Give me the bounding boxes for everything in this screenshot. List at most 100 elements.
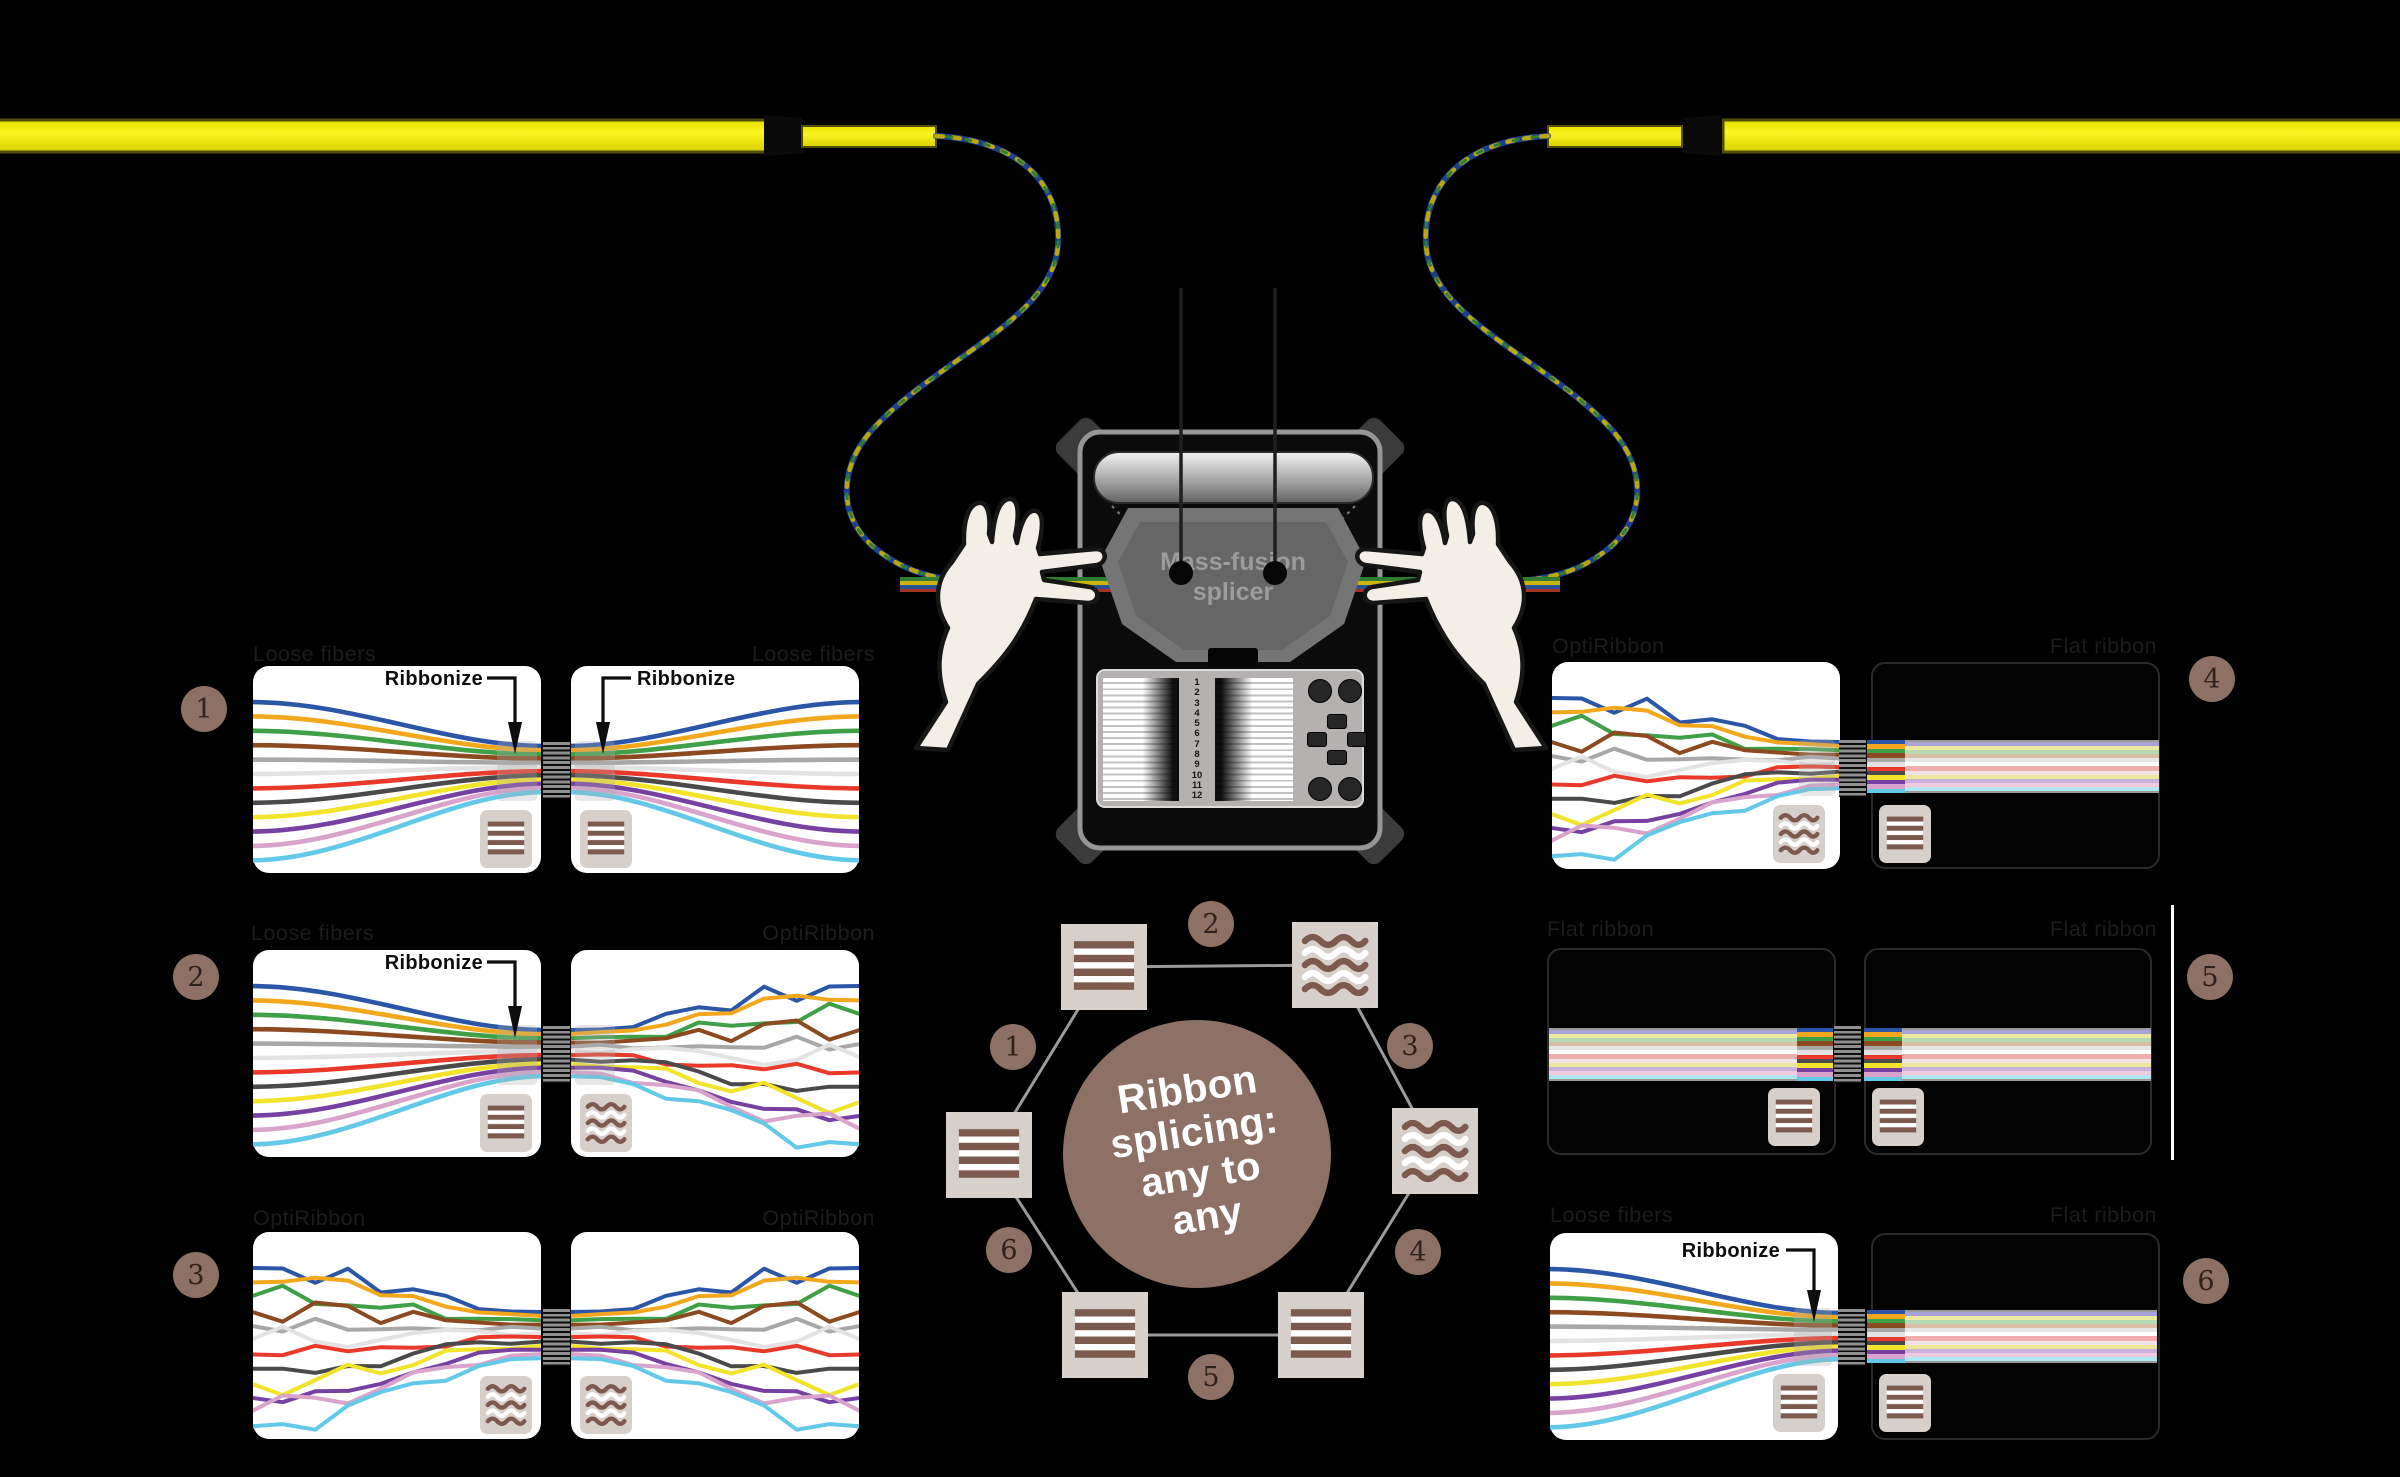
fiber-bundle-left	[843, 133, 1083, 587]
ribbonize-label: Ribbonize	[637, 668, 736, 690]
divider-line	[2171, 905, 2174, 1160]
hexagon-number-badge: 4	[1395, 1229, 1441, 1275]
left-hand	[913, 496, 1107, 753]
flat-ribbon-icon	[1872, 1088, 1924, 1146]
panel-caption: Loose fibers	[1550, 1203, 1674, 1227]
panel-caption: OptiRibbon	[253, 1206, 366, 1230]
ribbonize-arrow	[596, 676, 631, 754]
panel-caption: OptiRibbon	[1552, 634, 1665, 658]
wavy-fibers-icon	[1773, 805, 1825, 863]
flat-ribbon-icon	[946, 1112, 1032, 1198]
ribbon-saturated-end	[1867, 1310, 1905, 1364]
ribbonize-arrow	[1786, 1248, 1821, 1322]
ribbonize-zone	[497, 1025, 537, 1085]
panel-caption: Loose fibers	[253, 642, 377, 666]
lid-latch	[1208, 648, 1258, 666]
flat-ribbon-icon	[1773, 1374, 1825, 1432]
channel-number: 2	[1194, 687, 1200, 699]
cable-boot-right	[1682, 115, 1722, 156]
flat-ribbon-icon	[480, 1094, 532, 1152]
channel-number: 5	[1194, 718, 1200, 730]
right-hand	[1357, 499, 1546, 750]
row-number-badge: 1	[181, 686, 227, 732]
row-number-badge: 6	[2183, 1258, 2229, 1304]
dpad-right-button[interactable]	[1347, 732, 1367, 747]
splice-joint	[543, 1026, 570, 1083]
channel-number: 9	[1194, 759, 1200, 771]
wavy-fibers-icon	[580, 1094, 632, 1152]
panel-caption: Loose fibers	[251, 921, 375, 945]
splicer-lid	[1093, 451, 1374, 504]
flat-ribbon	[1902, 1028, 2151, 1081]
splicer-title-line2: splicer	[1193, 578, 1274, 606]
channel-number: 1	[1194, 677, 1200, 688]
flat-ribbon-icon	[1278, 1292, 1364, 1378]
flat-ribbon-icon	[1061, 924, 1147, 1010]
channel-number: 8	[1194, 749, 1200, 761]
ribbon-saturated-end	[1867, 740, 1905, 794]
splicer-button[interactable]	[1338, 777, 1362, 801]
splicer-button[interactable]	[1338, 679, 1362, 703]
ribbonize-arrow	[487, 676, 522, 754]
fiber-panel	[253, 666, 541, 873]
dpad-up-button[interactable]	[1327, 714, 1347, 729]
splice-joint	[1834, 1026, 1861, 1083]
flat-ribbon-icon	[1879, 1374, 1931, 1432]
splice-joint	[1838, 1309, 1865, 1366]
panel-caption: Flat ribbon	[1547, 917, 1655, 941]
wavy-fibers-icon	[580, 1376, 632, 1434]
flat-ribbon	[1549, 1028, 1797, 1081]
flat-ribbon-icon	[580, 810, 632, 868]
splicer-screen-left	[1103, 678, 1179, 801]
flat-ribbon-icon	[480, 810, 532, 868]
hands	[913, 496, 1546, 753]
hexagon-center-circle: Ribbon splicing: any to any	[1063, 1020, 1331, 1288]
ribbonize-label: Ribbonize	[384, 952, 483, 974]
fiber-panel	[1550, 1233, 1838, 1440]
electrode-right	[1263, 561, 1287, 585]
wavy-fibers-icon	[1292, 922, 1378, 1008]
ribbonize-zone	[497, 741, 537, 801]
fiber-bundle-right	[1373, 133, 1641, 587]
ribbonize-zone	[1799, 740, 1835, 796]
dpad-left-button[interactable]	[1307, 732, 1327, 747]
row-number-badge: 3	[173, 1252, 219, 1298]
ribbon-saturated-end	[1864, 1028, 1902, 1082]
yellow-cable-right	[1547, 115, 2400, 156]
panel-caption: Flat ribbon	[2049, 1203, 2157, 1227]
channel-number: 6	[1194, 728, 1200, 740]
cable-boot-left	[764, 115, 804, 156]
splice-joint	[543, 742, 570, 799]
wind-protector-inner	[1118, 522, 1348, 650]
flat-ribbon-icon	[1768, 1088, 1820, 1146]
row-number-badge: 5	[2187, 954, 2233, 1000]
flat-ribbon-icon	[1879, 805, 1931, 863]
dpad-down-button[interactable]	[1327, 750, 1347, 765]
ribbonize-arrow	[487, 960, 522, 1038]
splicer-button[interactable]	[1308, 679, 1332, 703]
yellow-cable-left	[0, 115, 937, 156]
row-number-badge: 4	[2189, 656, 2235, 702]
hexagon-number-badge: 6	[986, 1227, 1032, 1273]
panel-caption: Flat ribbon	[2049, 634, 2157, 658]
ribbonize-label: Ribbonize	[384, 668, 483, 690]
electrode-left	[1169, 561, 1193, 585]
splicer-screen-right	[1215, 678, 1293, 801]
hexagon-number-badge: 5	[1188, 1354, 1234, 1400]
splicer-button[interactable]	[1308, 777, 1332, 801]
channel-number: 4	[1194, 707, 1200, 719]
fiber-panel	[1552, 662, 1840, 869]
ribbonize-zone	[1794, 1308, 1832, 1366]
ribbonize-label: Ribbonize	[1681, 1240, 1780, 1262]
hexagon-number-badge: 1	[990, 1024, 1036, 1070]
wavy-fibers-icon	[1392, 1108, 1478, 1194]
flat-ribbon-icon	[1062, 1292, 1148, 1378]
hexagon-number-badge: 3	[1387, 1023, 1433, 1069]
ribbonize-zone	[575, 1025, 615, 1085]
flat-ribbon	[1905, 740, 2159, 793]
ribbon-saturated-end	[1797, 1028, 1833, 1082]
flat-ribbon	[1905, 1310, 2157, 1363]
channel-number: 10	[1191, 769, 1203, 781]
